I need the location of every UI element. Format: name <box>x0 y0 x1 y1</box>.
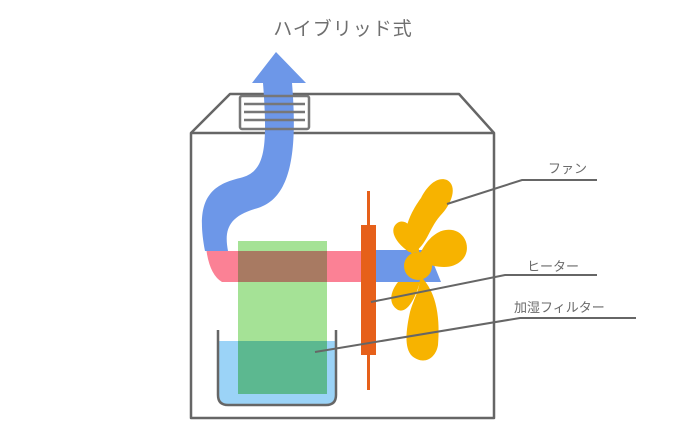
water-tray <box>216 330 338 407</box>
fan-blade-right <box>420 229 467 267</box>
leader-line-heater <box>370 274 597 303</box>
leader-line-filter <box>314 317 636 353</box>
fan-blade-lower-left <box>391 282 420 311</box>
diagram-title: ハイブリッド式 <box>273 18 413 40</box>
leader-line-fan <box>446 179 597 205</box>
label-heater: ヒーター <box>527 260 580 275</box>
fan-blade-bottom <box>406 276 439 361</box>
filter-top-part <box>238 241 327 251</box>
fan-blade-upper-left <box>393 221 419 252</box>
label-fan: ファン <box>548 162 588 177</box>
air-flow-arrow <box>201 52 306 251</box>
filter-heat-overlap <box>238 251 327 282</box>
leader-lines <box>314 179 636 353</box>
label-filter: 加湿フィルター <box>514 301 605 316</box>
vent-grille-frame <box>238 94 311 131</box>
vent-grille-icon <box>238 94 311 131</box>
fan-hub <box>404 252 432 280</box>
filter-water-overlap <box>238 341 327 394</box>
heater <box>361 191 376 390</box>
fan-blade-top <box>405 179 453 254</box>
box-front-face <box>189 131 496 420</box>
box-outline <box>189 92 496 420</box>
heated-air-bend <box>205 228 238 282</box>
heater-plate <box>361 225 376 355</box>
fan-icon <box>391 179 467 361</box>
box-top-face <box>190 92 495 134</box>
heated-air-band <box>327 251 362 282</box>
filter-middle-part <box>238 282 327 341</box>
